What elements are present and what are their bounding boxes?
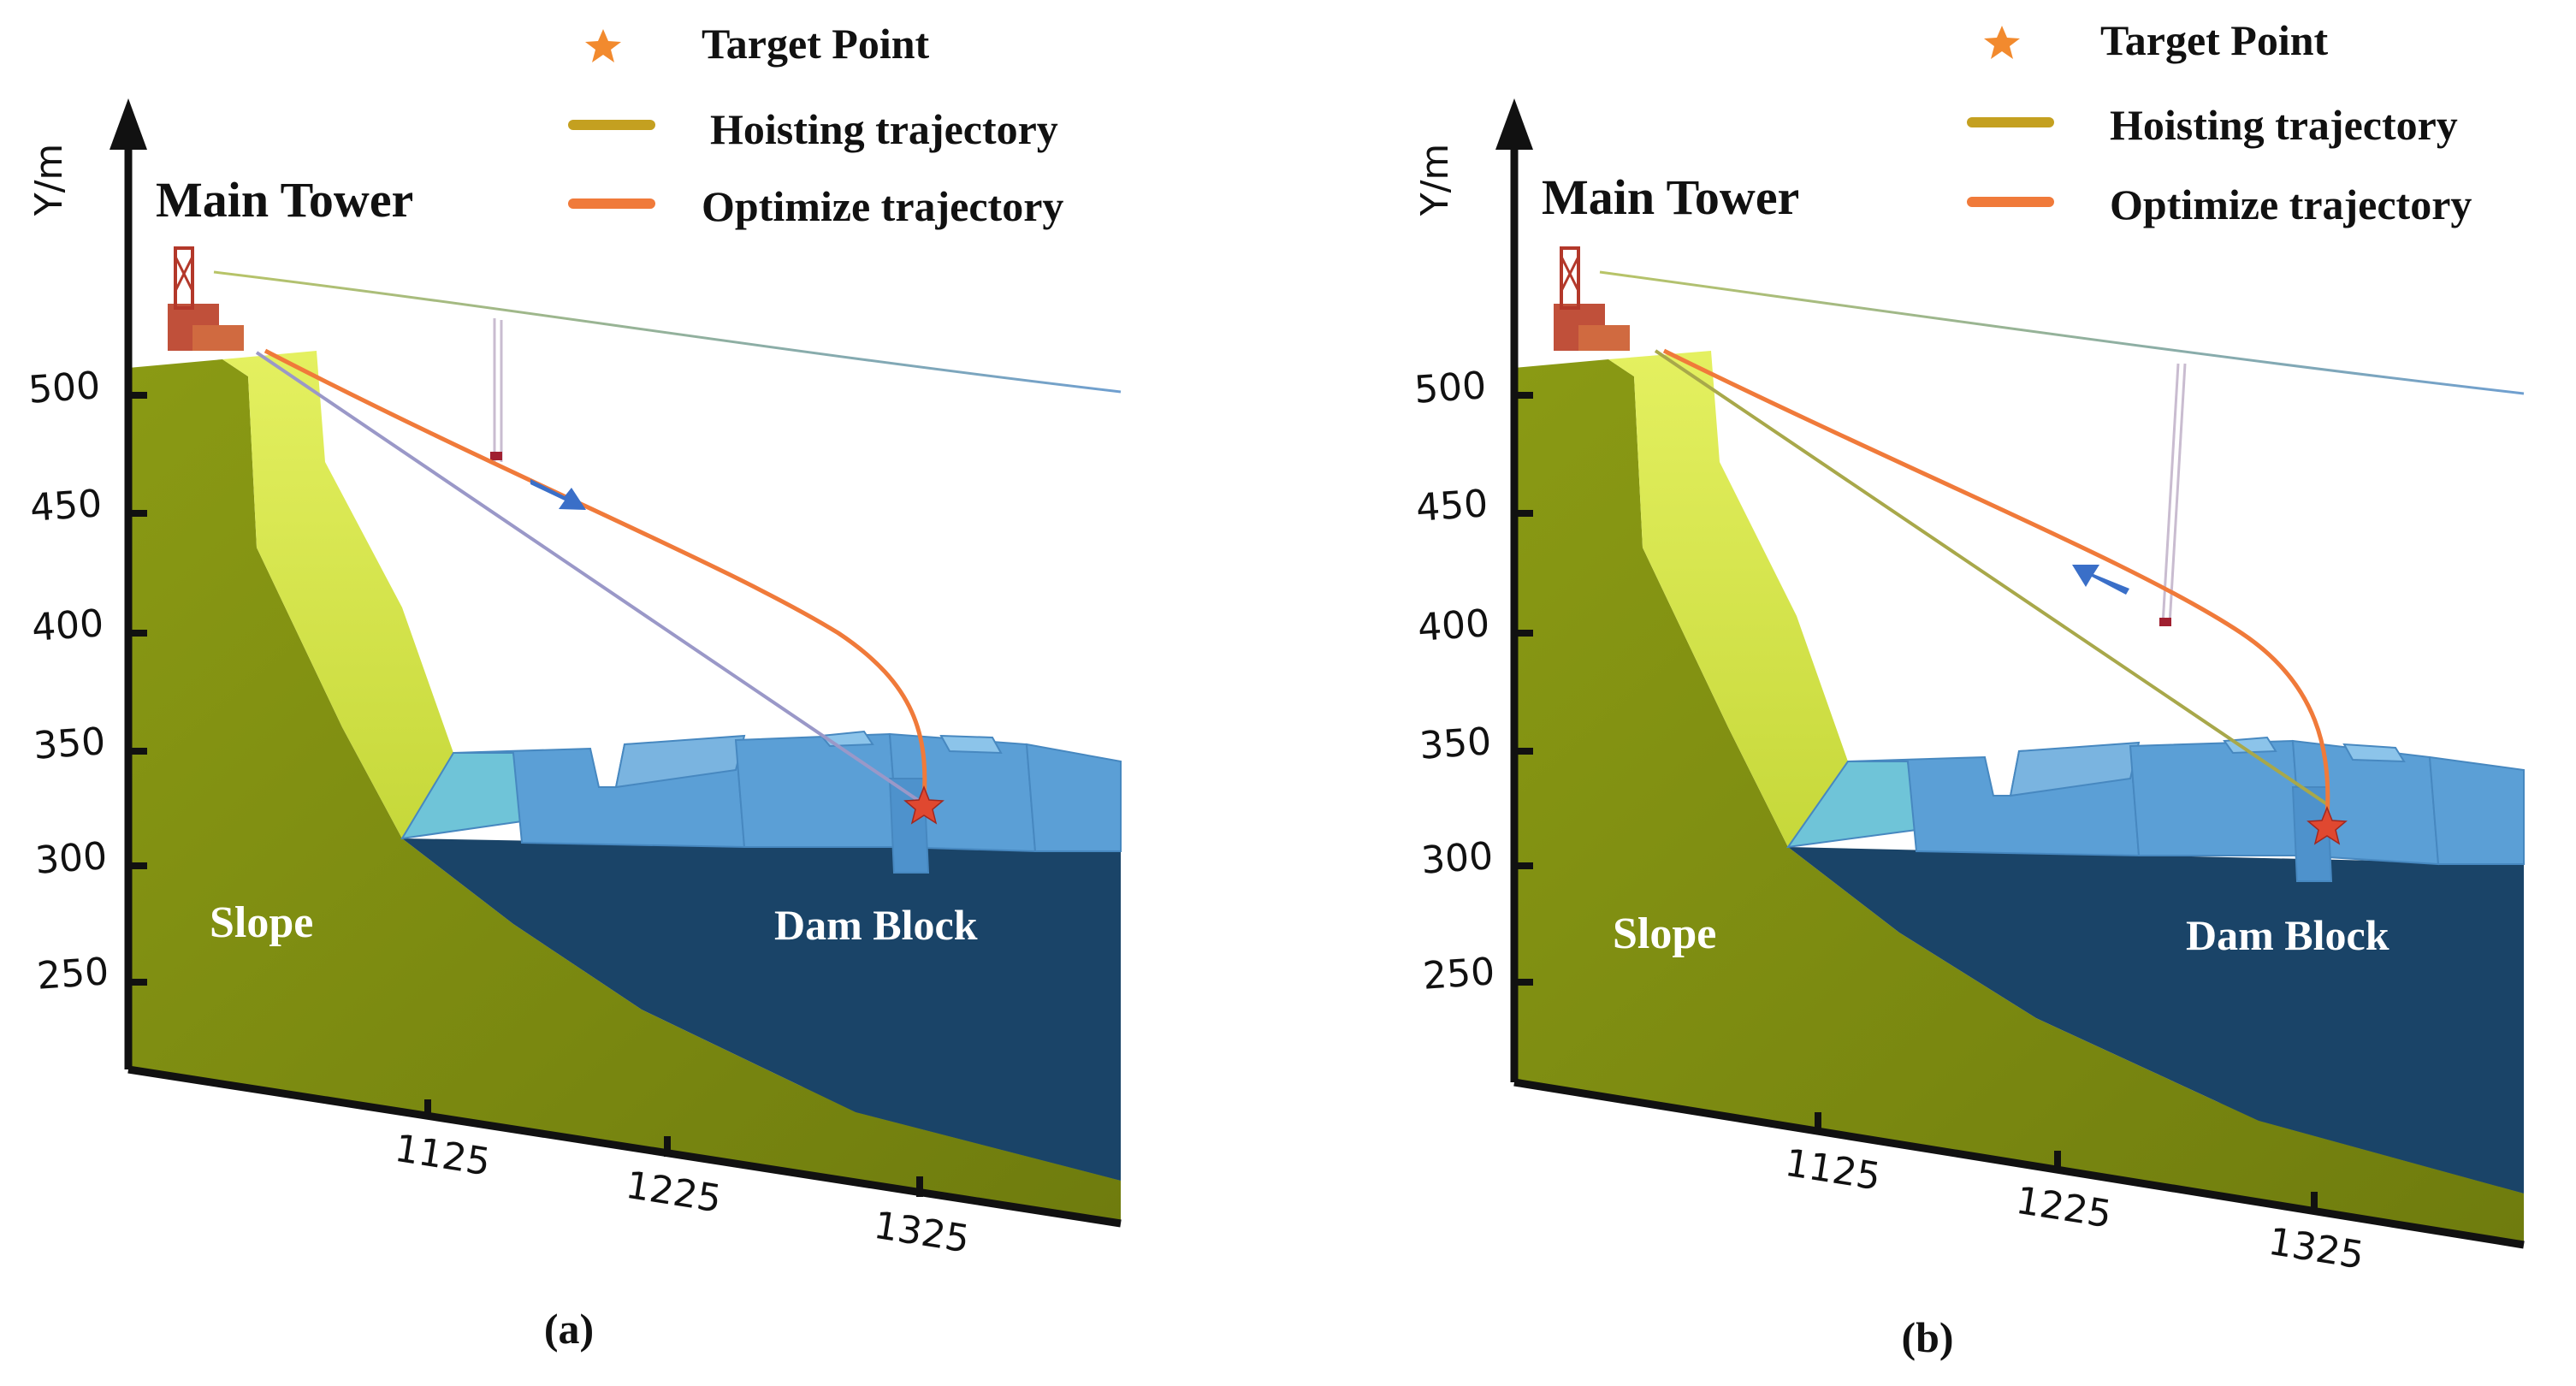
dam-face [402,838,1121,1181]
x-tick-1325: 1325 [2265,1220,2367,1278]
y-tick-450: 450 [28,482,103,530]
y-axis-ticks [128,392,147,986]
x-tick-1225: 1225 [623,1164,725,1222]
motion-arrow-a [530,479,586,510]
star-icon [585,29,621,62]
dam-block-label: Dam Block [2186,911,2389,959]
slope-face [1608,351,1848,847]
hook-block [490,452,502,460]
hook-rope [2161,363,2180,625]
y-tick-350: 350 [1418,720,1492,768]
slope-label: Slope [210,898,313,947]
y-tick-400: 400 [1416,601,1490,650]
x-axis [1513,1078,2525,1249]
y-tick-500: 500 [27,364,101,412]
y-tick-labels: 500 450 400 350 300 250 [1412,364,1495,998]
y-axis-title: Y/m [27,144,71,217]
y-tick-300: 300 [33,834,108,883]
x-tick-1225: 1225 [2013,1179,2115,1237]
panel-caption-b: (b) [1901,1313,1953,1361]
legend-optimize-trajectory: Optimize trajectory [2110,181,2472,228]
y-tick-350: 350 [32,720,106,768]
y-tick-450: 450 [1414,482,1489,530]
x-axis-ticks [1815,1112,2318,1212]
target-point-star-a [903,785,945,825]
legend-hoisting-trajectory: Hoisting trajectory [2110,101,2458,149]
y-axis-arrowhead [1495,98,1533,150]
optimize-trajectory [264,348,927,801]
x-axis-ticks [424,1099,923,1197]
panel-caption-a: (a) [544,1305,594,1353]
y-tick-300: 300 [1419,834,1494,883]
y-tick-250: 250 [35,950,110,998]
panel-b [1495,98,2525,1249]
hoisting-trajectory [1654,349,2329,806]
hoisting-trajectory [255,351,926,806]
main-tower-label: Main Tower [1542,169,1799,225]
cable-line [1599,270,2525,395]
y-tick-labels: 500 450 400 350 300 250 [27,364,110,998]
y-axis-arrowhead [110,98,147,150]
x-tick-1325: 1325 [871,1204,973,1262]
y-tick-500: 500 [1412,364,1487,412]
slope-body [1514,359,2524,1245]
motion-arrow-b [2072,565,2129,595]
optimize-trajectory [1662,348,2330,818]
dam-face [1788,847,2524,1194]
dam-blocks [400,730,1122,874]
slope-body [128,359,1121,1223]
main-tower-crane [1554,246,1630,351]
x-axis [127,1065,1122,1228]
panel-a [110,98,1122,1228]
slope-face [222,351,453,838]
legend-hoisting-trajectory: Hoisting trajectory [710,105,1058,153]
slope-label: Slope [1613,909,1716,958]
legend-target-point: Target Point [2100,16,2329,64]
x-tick-1125: 1125 [392,1127,494,1185]
y-tick-400: 400 [30,601,104,650]
dam-block-label: Dam Block [774,901,978,949]
cable-line [213,270,1122,394]
main-tower-label: Main Tower [156,172,413,228]
legend-optimize-trajectory: Optimize trajectory [702,182,1063,230]
target-point-star-b [2307,805,2348,845]
panel-a-text: Target Point Hoisting trajectory Optimiz… [27,20,1063,1353]
dam-blocks [1785,736,2525,882]
hook-block [2159,618,2171,626]
y-axis-title: Y/m [1413,144,1457,217]
y-axis-ticks [1514,392,1533,986]
y-tick-250: 250 [1421,950,1495,998]
star-icon [1984,26,2020,59]
main-tower-crane [168,246,244,351]
legend-target-point: Target Point [702,20,930,68]
x-tick-1125: 1125 [1782,1141,1884,1199]
